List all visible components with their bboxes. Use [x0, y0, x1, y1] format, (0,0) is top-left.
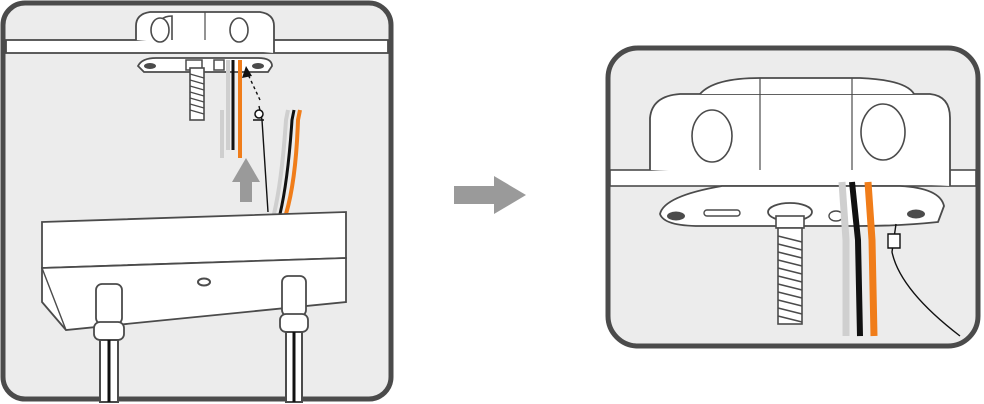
left-mounting-bracket	[138, 58, 272, 72]
left-panel	[3, 3, 391, 402]
right-arrow-icon	[454, 176, 526, 214]
right-junction-box	[650, 78, 950, 186]
left-threaded-rod	[190, 68, 204, 120]
right-panel	[608, 48, 978, 346]
